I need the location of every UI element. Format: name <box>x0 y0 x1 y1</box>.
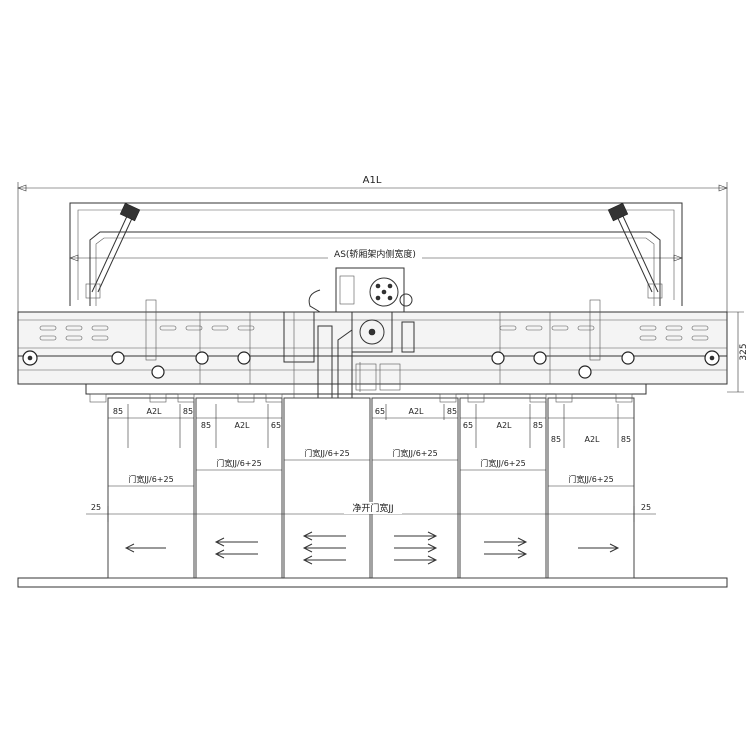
arrow-right <box>578 543 620 553</box>
offset-85-label: 85 <box>533 421 543 430</box>
arrow-left <box>214 537 258 559</box>
door-width-label: 门宽JJ/6+25 <box>568 474 613 484</box>
offset-85-label: 85 <box>551 435 561 444</box>
dim-clear-opening: 25 25 净开门宽JJ <box>86 502 656 522</box>
door-width-label: 门宽JJ/6+25 <box>304 448 349 458</box>
offset-65-label: 65 <box>375 407 385 416</box>
offset-85-label: 85 <box>621 435 631 444</box>
car-frame <box>69 202 683 306</box>
offset-85-label: 85 <box>113 407 123 416</box>
offset-65-label: 65 <box>271 421 281 430</box>
right-strut <box>607 202 663 299</box>
offset-25-label: 25 <box>641 503 651 512</box>
inner-width-label: AS(轿厢架内侧宽度) <box>334 248 416 260</box>
door-width-label: 门宽JJ/6+25 <box>480 458 525 468</box>
hanger-rollers <box>22 350 720 379</box>
height-label: 325 <box>739 343 749 360</box>
operator-housing-inner <box>95 237 655 306</box>
door-panel-4 <box>371 397 459 579</box>
overall-width-label: A1L <box>363 175 382 186</box>
panel-width-label: A2L <box>496 421 512 430</box>
door-panels <box>107 397 635 579</box>
dim-height: 325 <box>727 311 749 393</box>
arrow-left <box>124 543 166 553</box>
dim-panel-widths: 85 A2L 85 85 A2L 65 65 A2L 85 65 A2L 85 … <box>108 404 634 448</box>
dim-door-widths: 门宽JJ/6+25 门宽JJ/6+25 门宽JJ/6+25 门宽JJ/6+25 … <box>108 448 634 487</box>
beam-posts <box>145 299 601 384</box>
panel-width-label: A2L <box>234 421 250 430</box>
beam-slots-right <box>499 325 709 341</box>
arrow-left <box>302 531 346 565</box>
dim-inner-width: AS(轿厢架内侧宽度) <box>69 246 683 262</box>
left-strut <box>85 202 141 299</box>
door-panel-6 <box>547 397 635 579</box>
arrow-right <box>394 531 438 565</box>
panel-width-label: A2L <box>146 407 162 416</box>
arrow-right <box>484 537 528 559</box>
door-width-label: 门宽JJ/6+25 <box>216 458 261 468</box>
hanger-blocks <box>89 393 633 403</box>
offset-85-label: 85 <box>183 407 193 416</box>
door-panel-5 <box>459 397 547 579</box>
door-width-label: 门宽JJ/6+25 <box>392 448 437 458</box>
door-panel-3 <box>283 397 371 579</box>
offset-85-label: 85 <box>201 421 211 430</box>
opening-direction-arrows <box>124 531 620 565</box>
door-width-label: 门宽JJ/6+25 <box>128 474 173 484</box>
dim-overall-width: A1L <box>17 175 728 312</box>
offset-25-label: 25 <box>91 503 101 512</box>
offset-65-label: 65 <box>463 421 473 430</box>
offset-85-label: 85 <box>447 407 457 416</box>
door-panel-2 <box>195 397 283 579</box>
operator-housing <box>89 231 661 306</box>
clear-opening-label: 净开门宽JJ <box>352 502 393 514</box>
hanger-plate <box>85 383 647 395</box>
panel-width-label: A2L <box>408 407 424 416</box>
beam-slots-left <box>39 325 255 341</box>
panel-width-label: A2L <box>584 435 600 444</box>
drive-motor <box>308 267 405 313</box>
door-panel-1 <box>107 397 195 579</box>
sill-base <box>17 577 728 588</box>
